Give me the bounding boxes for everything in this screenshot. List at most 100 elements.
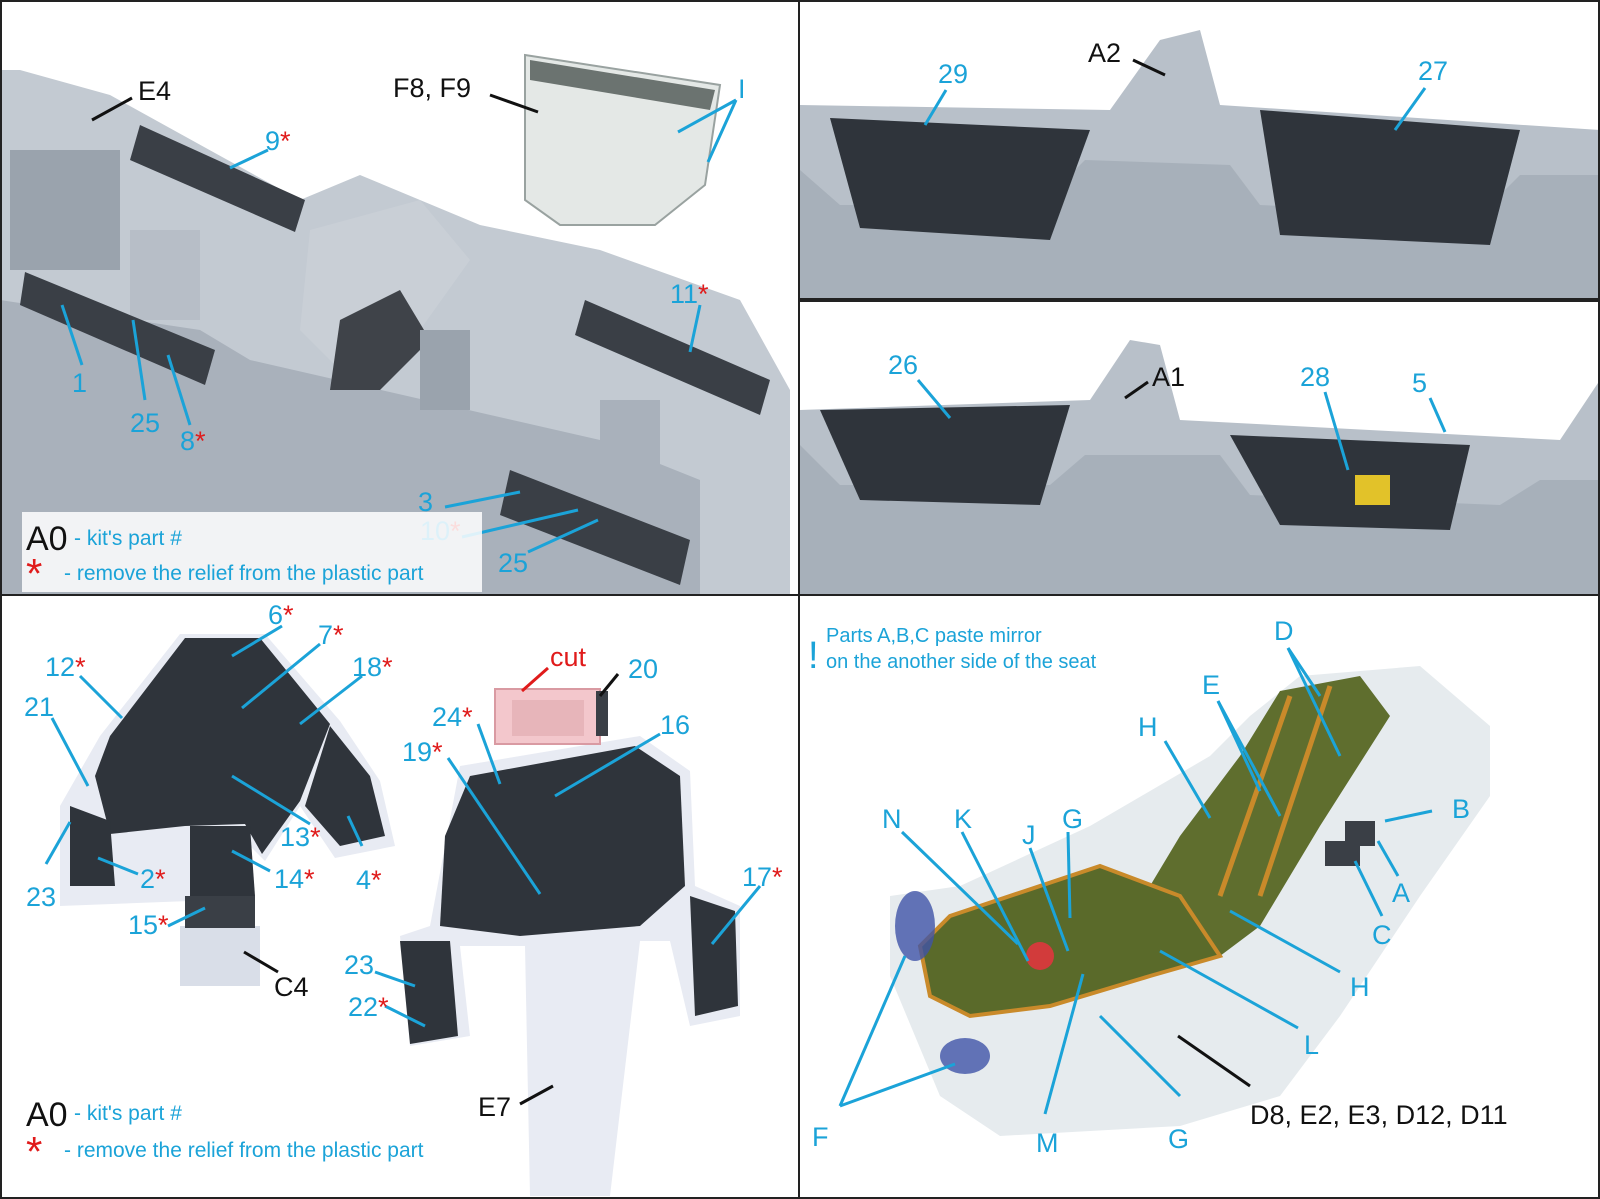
label-b: B [1452,794,1470,824]
leader-24 [476,723,502,785]
leader-e-2 [1216,700,1282,817]
leader-5 [1428,397,1447,433]
label-23a: 23 [26,882,56,912]
leader-j [1028,847,1070,952]
label-3: 3 [418,487,433,517]
ejection-seat [890,666,1490,1136]
leader-18 [299,674,363,726]
leader-b [1384,809,1433,823]
label-e: E [1202,670,1220,700]
console-1-8 [20,272,215,385]
note-mark-icon: ! [808,635,819,677]
leader-d-2 [1286,647,1342,757]
leader-g1 [1066,831,1072,919]
legend-panel3: A0 - kit's part # * - remove the relief … [26,1096,424,1175]
wall-panel-29 [830,118,1090,240]
leader-25b [527,518,599,554]
panel-side-walls: 29 A2 27 26 A1 28 5 [800,0,1600,594]
label-k: K [954,804,972,834]
label-g2: G [1168,1124,1189,1154]
note-line-1: Parts A,B,C paste mirror [826,625,1042,647]
label-a1: A1 [1152,362,1185,392]
leader-11 [688,304,702,353]
leader-l [1159,949,1299,1030]
leader-f-1 [838,955,907,1107]
wall-panel-28 [1230,435,1470,530]
wall-panel-26 [820,405,1070,505]
label-f: F [812,1122,829,1152]
console-9 [130,125,305,232]
leader-k [960,831,1030,962]
leader-29 [923,89,948,126]
leader-16 [554,732,661,798]
panel-instrument-panels: 6* 7* 12* 18* 21 13* 14* 4* 2* 23 15* C4… [0,596,798,1199]
label-c4: C4 [274,972,309,1002]
leader-23a [44,821,72,865]
legend-kit-part-text: - kit's part # [74,527,182,550]
label-7: 7* [318,620,344,650]
leader-19 [446,757,542,895]
leader-3 [444,490,521,509]
label-g1: G [1062,804,1083,834]
label-16: 16 [660,710,690,740]
label-8: 8* [180,426,206,456]
note-line-2: on the another side of the seat [826,651,1097,673]
label-h1: H [1138,712,1158,742]
leader-a [1376,840,1400,877]
leader-h2 [1229,909,1341,974]
leader-m [1043,973,1085,1115]
leader-e7 [519,1084,554,1106]
label-d: D [1274,616,1294,646]
instrument-panels-illustration: 6* 7* 12* 18* 21 13* 14* 4* 2* 23 15* C4… [24,600,783,1196]
leader-22 [384,1004,426,1028]
leader-9 [229,148,269,170]
console-3-10 [500,470,690,585]
leader-21 [50,717,90,787]
leader-13 [231,774,311,826]
cut-part-20 [494,688,608,745]
label-e7: E7 [478,1092,511,1122]
label-e4: E4 [138,76,171,106]
leader-a2 [1132,58,1166,77]
label-19: 19* [402,737,443,767]
ejection-seat-illustration: ! Parts A,B,C paste mirror on the anothe… [808,616,1508,1158]
leader-14 [231,849,271,873]
console-11 [575,300,770,415]
label-12: 12* [45,652,86,682]
leader-26 [916,379,952,419]
leader-i-1 [677,98,737,134]
label-a: A [1392,878,1410,908]
label-27: 27 [1418,56,1448,86]
label-18: 18* [352,652,393,682]
leader-25a [131,319,147,401]
leader-20 [598,673,620,697]
leader-f8f9 [489,93,539,114]
leader-17 [710,885,762,945]
leader-f-2 [839,1062,956,1108]
label-13: 13* [280,822,321,852]
label-6: 6* [268,600,294,630]
label-11: 11* [670,279,709,309]
vertical-divider [798,0,800,1199]
canopy-part-f8-f9 [524,53,722,226]
label-9: 9* [265,126,291,156]
label-28: 28 [1300,362,1330,392]
leader-8 [166,354,192,426]
leader-g2 [1098,1014,1182,1098]
leader-h1 [1163,740,1212,819]
label-23b: 23 [344,950,374,980]
legend-star-icon: * [26,1128,42,1175]
leader-c [1353,860,1384,917]
leader-7 [241,642,321,710]
label-21: 21 [24,692,54,722]
label-14: 14* [274,864,315,894]
legend-kit-part-text: - kit's part # [74,1102,182,1125]
leader-15 [167,906,206,928]
label-d8-e2-e3-d12-d11: D8, E2, E3, D12, D11 [1250,1100,1508,1130]
label-25b: 25 [498,548,528,578]
label-n: N [882,804,902,834]
label-2: 2* [140,864,166,894]
label-l: L [1304,1030,1319,1060]
side-consoles-illustration: E4 F8, F9 I 9* 11* 1 25 8* 3 10* 25 A0 -… [0,53,790,594]
leader-n [900,830,1020,946]
